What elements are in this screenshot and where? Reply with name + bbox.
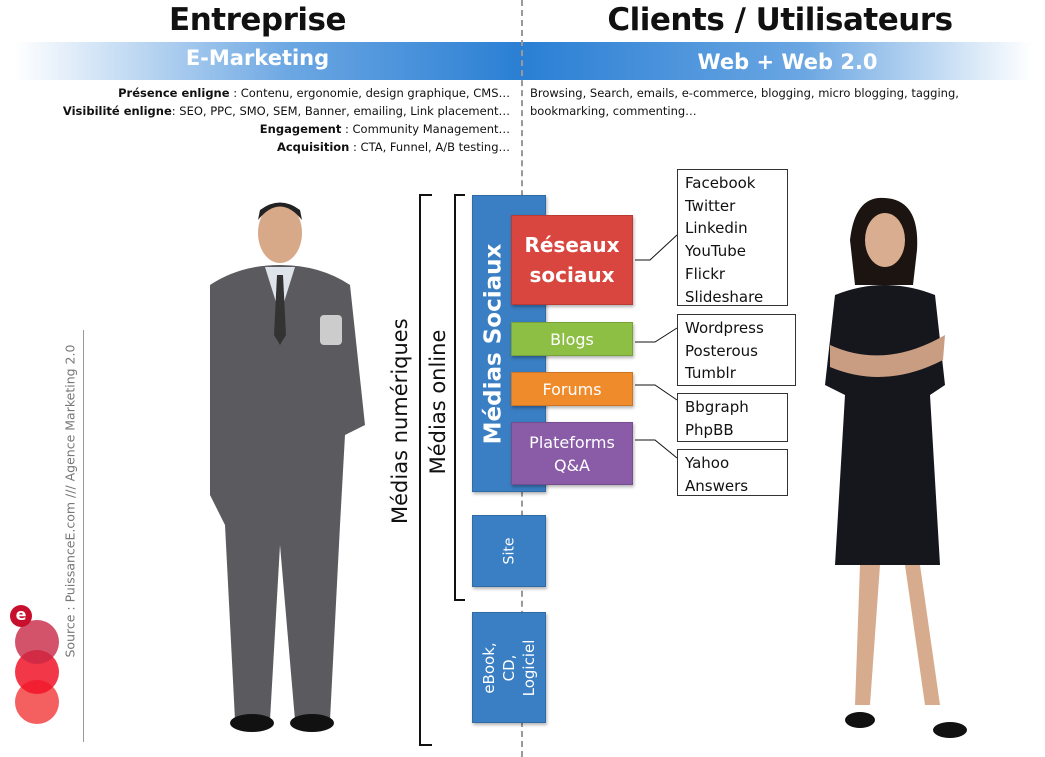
list-item: PhpBB bbox=[685, 420, 734, 439]
list-item: Wordpress bbox=[685, 319, 764, 337]
businessman-image bbox=[210, 202, 365, 732]
label: Engagement bbox=[259, 122, 342, 136]
blogs-box: Blogs bbox=[511, 322, 633, 356]
list-item: Slideshare bbox=[685, 287, 764, 306]
list-item: Bbgraph bbox=[685, 398, 749, 416]
plateforms-list: Yahoo Answers bbox=[677, 449, 788, 496]
ebook-box: eBook, CD, Logiciel bbox=[472, 612, 546, 723]
list-item: Answers bbox=[685, 476, 749, 495]
list-item: Twitter bbox=[685, 196, 736, 215]
brackets bbox=[419, 194, 465, 746]
source-divider bbox=[83, 330, 84, 742]
medias-sociaux-label: Médias Sociaux bbox=[480, 243, 507, 444]
site-label: Site bbox=[500, 537, 517, 565]
woman-image bbox=[825, 197, 967, 738]
text: : Community Management… bbox=[341, 122, 510, 136]
reseaux-sociaux-box: Réseaux sociaux bbox=[511, 215, 633, 305]
list-item: Tumblr bbox=[685, 364, 736, 383]
text: : CTA, Funnel, A/B testing… bbox=[349, 140, 510, 154]
puissance-logo: e bbox=[10, 605, 60, 735]
plateforms-qa-box: Plateforms Q&A bbox=[511, 422, 633, 485]
label: Visibilité enligne bbox=[62, 104, 172, 118]
forums-box: Forums bbox=[511, 372, 633, 406]
list-item: YouTube bbox=[685, 242, 746, 261]
e-marketing-label: E-Marketing bbox=[185, 46, 330, 70]
web-band bbox=[522, 42, 1032, 80]
source-credit: Source : PuissanceE.com /// Agence Marke… bbox=[62, 344, 78, 658]
enterprise-activities: Présence enligne : Contenu, ergonomie, d… bbox=[63, 84, 510, 156]
ebook-label: eBook, CD, Logiciel bbox=[480, 639, 538, 696]
list-item: Yahoo bbox=[685, 454, 730, 472]
forums-list: Bbgraph PhpBB bbox=[677, 393, 788, 442]
reseaux-list: Facebook Twitter Linkedin YouTube Flickr… bbox=[677, 169, 788, 306]
connector-lines bbox=[635, 234, 678, 459]
label: Acquisition bbox=[276, 140, 350, 154]
label: Présence enligne bbox=[118, 86, 230, 100]
e-marketing-band bbox=[15, 42, 522, 80]
text: : SEO, PPC, SMO, SEM, Banner, emailing, … bbox=[171, 104, 510, 118]
site-box: Site bbox=[472, 515, 546, 587]
medias-online-label: Médias online bbox=[426, 329, 450, 475]
web-label: Web + Web 2.0 bbox=[697, 50, 878, 74]
medias-numeriques-label: Médias numériques bbox=[388, 318, 412, 524]
user-activities: Browsing, Search, emails, e-commerce, bl… bbox=[530, 86, 959, 118]
list-item: Linkedin bbox=[685, 219, 748, 238]
list-item: Flickr bbox=[685, 264, 726, 283]
clients-title: Clients / Utilisateurs bbox=[607, 2, 953, 38]
blogs-list: Wordpress Posterous Tumblr bbox=[677, 314, 796, 386]
text: : Contenu, ergonomie, design graphique, … bbox=[229, 86, 510, 100]
list-item: Posterous bbox=[685, 341, 758, 360]
list-item: Facebook bbox=[685, 174, 756, 192]
enterprise-title: Entreprise bbox=[169, 2, 346, 38]
